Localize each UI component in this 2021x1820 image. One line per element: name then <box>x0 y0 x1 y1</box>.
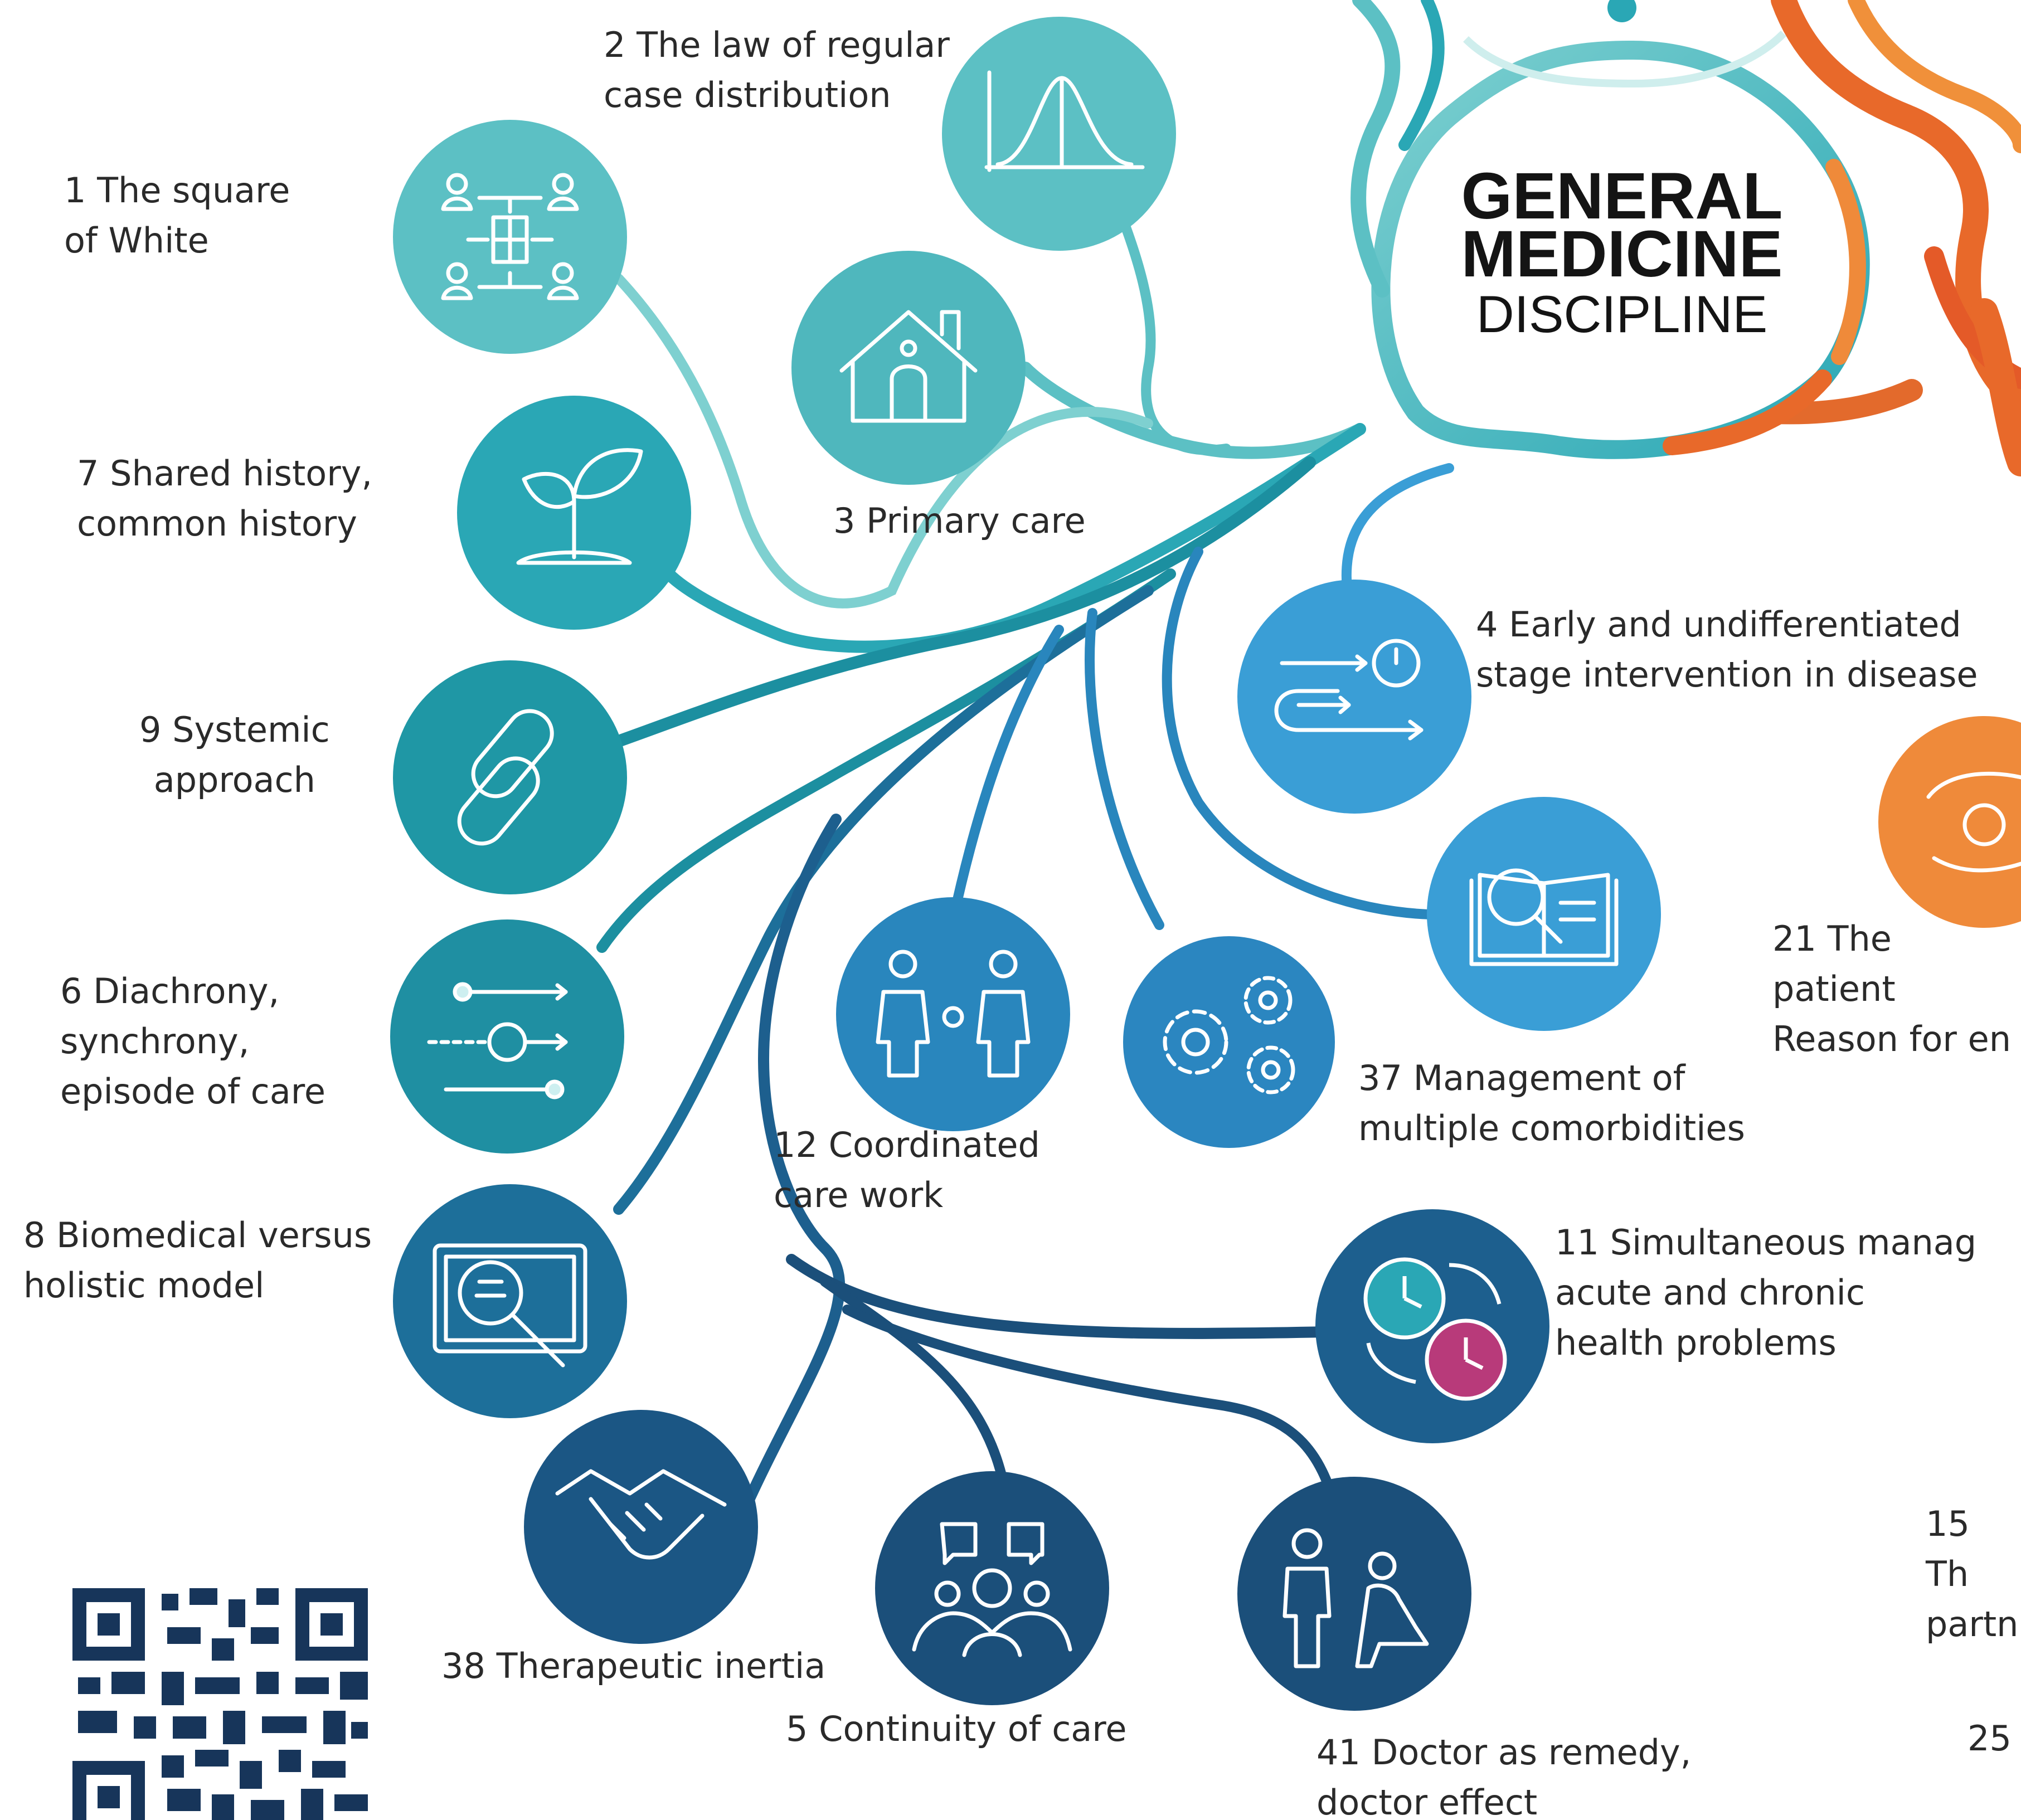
branches <box>596 134 1465 1521</box>
node-n3[interactable] <box>791 251 1026 485</box>
label-n21: 21 The patient Reason for en <box>1772 918 2012 1059</box>
label-n38: 38 Therapeutic inertia <box>441 1646 826 1686</box>
qr-code-icon[interactable] <box>72 1583 373 1820</box>
node-n7[interactable] <box>457 396 691 630</box>
handshake-icon <box>555 1469 727 1560</box>
label-n25: 25 <box>1967 1718 2012 1759</box>
node-n37[interactable] <box>1123 936 1335 1148</box>
timeline-icon <box>427 982 568 1099</box>
label-n41: 41 Doctor as remedy, doctor effect <box>1316 1732 1692 1820</box>
people-grid-icon <box>441 173 579 300</box>
book-search-icon <box>1469 868 1619 966</box>
node-n9[interactable] <box>393 660 627 894</box>
monitor-search-icon <box>433 1243 587 1368</box>
node-book[interactable] <box>1427 797 1661 1031</box>
node-n12[interactable] <box>836 897 1070 1131</box>
node-n6[interactable] <box>390 919 624 1154</box>
label-n15: 15 Th partn <box>1926 1503 2019 1644</box>
gears-icon <box>1163 976 1295 1094</box>
node-n2[interactable] <box>942 17 1176 251</box>
node-n41[interactable] <box>1237 1477 1471 1711</box>
node-n38[interactable] <box>524 1410 758 1644</box>
route-timer-icon <box>1274 639 1424 741</box>
label-n5: 5 Continuity of care <box>786 1709 1127 1749</box>
top-ribbons <box>1350 0 1445 298</box>
central-hub <box>1371 0 1870 459</box>
doctor-patient-icon <box>1282 1528 1429 1668</box>
bell-curve-icon <box>984 70 1145 172</box>
seedling-icon <box>516 448 643 565</box>
label-n7: 7 Shared history, common history <box>77 453 373 544</box>
title-line-3: DISCIPLINE <box>1476 285 1768 343</box>
node-n11[interactable] <box>1315 1209 1549 1443</box>
node-n21[interactable] <box>1878 716 2021 928</box>
label-n4: 4 Early and undifferentiated stage inter… <box>1476 604 1978 695</box>
label-n8: 8 Biomedical versus holistic model <box>23 1215 372 1306</box>
label-n11: 11 Simultaneous manag acute and chronic … <box>1555 1222 1977 1363</box>
page-title: GENERAL MEDICINE DISCIPLINE <box>1410 159 1834 345</box>
label-n9: 9 Systemic approach <box>139 709 330 800</box>
node-n1[interactable] <box>393 120 627 354</box>
label-n12: 12 Coordinated care work <box>774 1125 1040 1215</box>
label-n37: 37 Management of multiple comorbidities <box>1358 1058 1745 1149</box>
group-question-icon <box>912 1522 1072 1657</box>
chain-link-icon <box>457 709 554 846</box>
title-line-1: GENERAL <box>1461 159 1783 233</box>
house-icon <box>839 310 978 423</box>
two-people-icon <box>876 950 1031 1078</box>
node-n4[interactable] <box>1237 580 1471 814</box>
node-n8[interactable] <box>393 1184 627 1418</box>
title-line-2: MEDICINE <box>1461 217 1783 291</box>
hands-care-icon <box>1926 771 2021 873</box>
node-n5[interactable] <box>875 1471 1109 1705</box>
label-n3: 3 Primary care <box>833 500 1086 541</box>
two-clocks-icon <box>1363 1257 1507 1401</box>
label-n2: 2 The law of regular case distribution <box>604 25 950 115</box>
label-n6: 6 Diachrony, synchrony, episode of care <box>60 971 326 1112</box>
label-n1: 1 The square of White <box>64 170 290 261</box>
